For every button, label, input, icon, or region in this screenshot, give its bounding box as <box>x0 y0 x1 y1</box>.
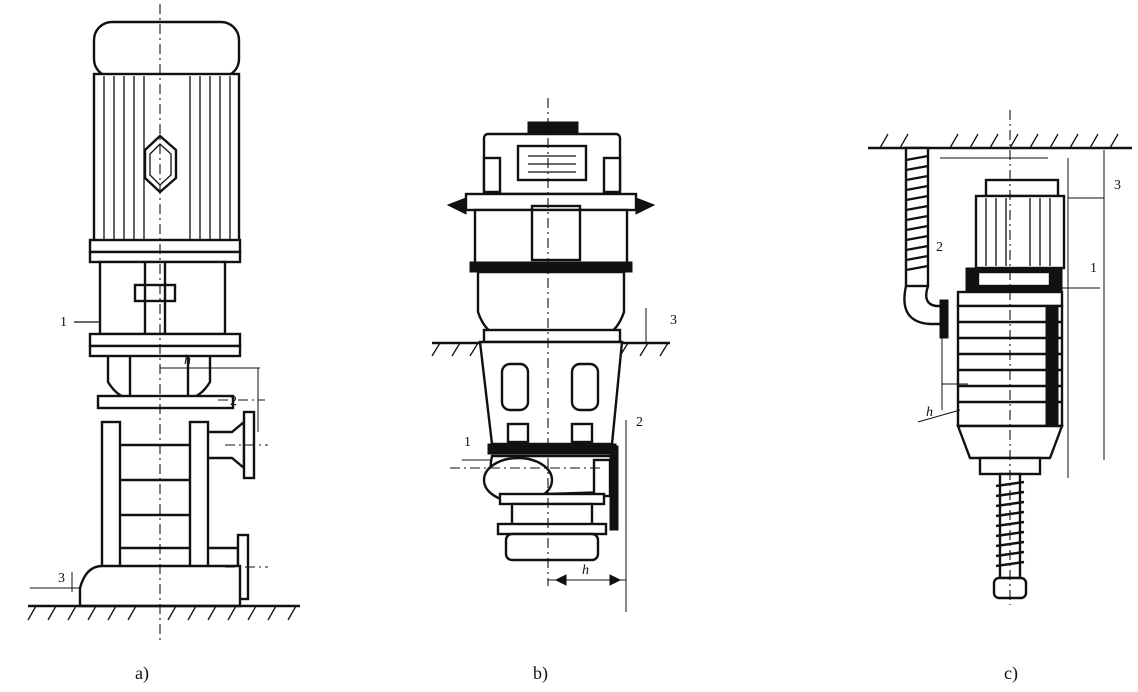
panel-a-label-2: 2 <box>230 394 237 409</box>
panel-a-pump-body <box>78 356 256 608</box>
panel-b-label-2: 2 <box>636 415 643 430</box>
panel-c-label-3: 3 <box>1114 178 1121 193</box>
panel-a-drawing <box>27 4 300 640</box>
panel-c-caption: c) <box>1004 663 1018 684</box>
panel-b-label-1: 1 <box>464 435 471 450</box>
panel-a-motor <box>92 20 241 244</box>
panel-c-label-1: 1 <box>1090 261 1097 276</box>
panel-b-drawing <box>431 98 670 612</box>
panel-b-label-3: 3 <box>670 313 677 328</box>
panel-c-drawing <box>868 110 1132 605</box>
panel-b-caption: b) <box>533 663 548 684</box>
panel-c-label-2: 2 <box>936 240 943 255</box>
panel-a-label-3: 3 <box>58 571 65 586</box>
panel-a-caption: a) <box>135 663 149 684</box>
panel-a-label-1: 1 <box>60 315 67 330</box>
panel-c-label-h: h <box>926 405 933 420</box>
panel-a-floor <box>27 604 300 621</box>
panel-a-label-h: h <box>184 353 191 368</box>
panel-b-label-h: h <box>582 563 589 578</box>
